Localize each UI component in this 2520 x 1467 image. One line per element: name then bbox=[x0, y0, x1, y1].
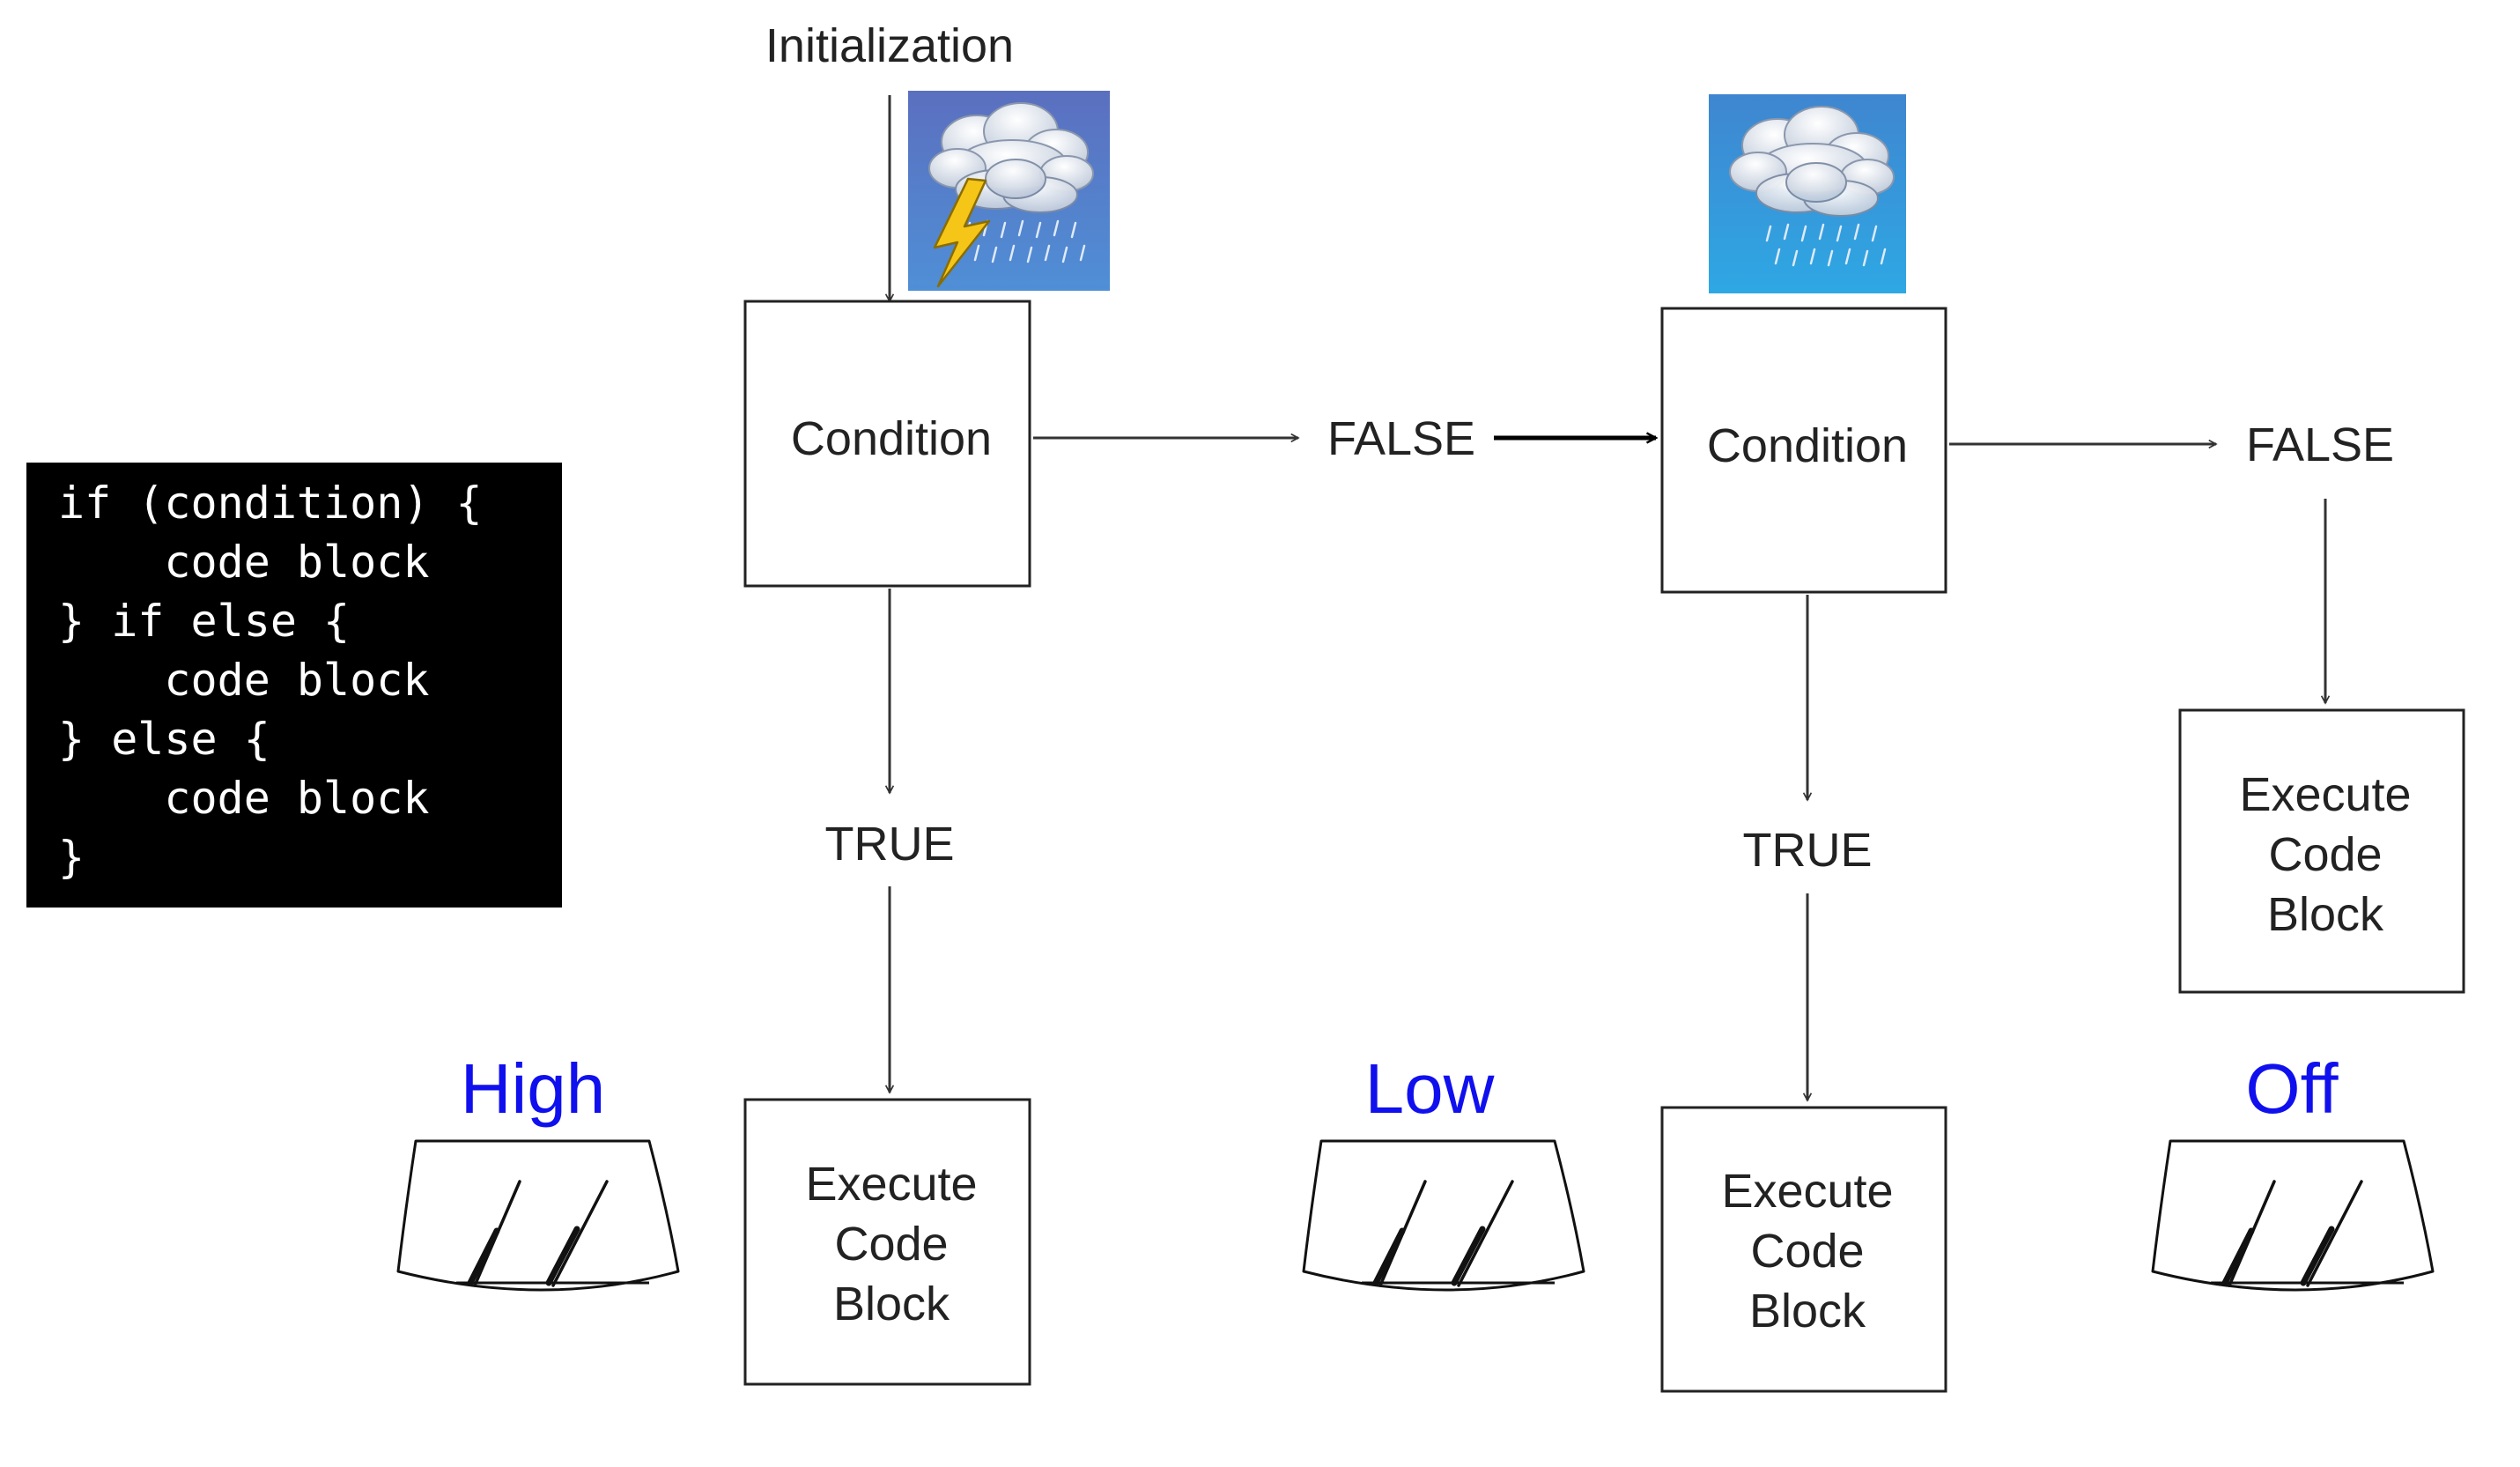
code-line: } bbox=[58, 832, 85, 883]
true-label-1: TRUE bbox=[825, 818, 955, 871]
wiper-label-high: High bbox=[461, 1049, 606, 1128]
execute-label-3-line: Block bbox=[2267, 888, 2384, 941]
true-label-2: TRUE bbox=[1743, 824, 1873, 877]
execute-label-3-line: Execute bbox=[2239, 768, 2411, 821]
thunderstorm-rain-icon bbox=[908, 91, 1110, 291]
execute-label-1-line: Block bbox=[833, 1278, 950, 1330]
execute-box-2: Execute Code Block bbox=[1660, 1106, 1947, 1393]
false-label-1: FALSE bbox=[1327, 412, 1475, 465]
execute-box-1: Execute Code Block bbox=[743, 1098, 1031, 1386]
code-line: if (condition) { bbox=[58, 478, 483, 529]
execute-label-2-line: Code bbox=[1750, 1225, 1864, 1278]
condition-box-1: Condition bbox=[743, 300, 1031, 588]
execute-label-2-line: Block bbox=[1749, 1285, 1866, 1337]
initialization-label: Initialization bbox=[765, 19, 1014, 72]
code-snippet-panel: if (condition) { code block } if else { … bbox=[26, 463, 562, 908]
execute-label-1-line: Execute bbox=[805, 1158, 977, 1211]
windshield-wiper-icon bbox=[1304, 1141, 1584, 1290]
code-line: code block bbox=[58, 537, 429, 588]
execute-label-2-line: Execute bbox=[1721, 1165, 1893, 1218]
false-label-2: FALSE bbox=[2246, 419, 2394, 471]
code-line: code block bbox=[58, 773, 429, 824]
wiper-label-low: Low bbox=[1365, 1049, 1495, 1128]
rain-cloud-icon bbox=[1709, 94, 1906, 293]
execute-label-1-line: Code bbox=[834, 1218, 948, 1271]
code-line: code block bbox=[58, 655, 429, 706]
windshield-wiper-icon bbox=[398, 1141, 678, 1290]
condition-box-2: Condition bbox=[1660, 307, 1947, 594]
condition-label-2: Condition bbox=[1707, 419, 1908, 472]
condition-label-1: Condition bbox=[791, 412, 992, 465]
code-line: } if else { bbox=[58, 596, 350, 647]
execute-box-3: Execute Code Block bbox=[2178, 708, 2465, 994]
execute-label-3-line: Code bbox=[2268, 828, 2382, 881]
code-line: } else { bbox=[58, 714, 270, 765]
windshield-wiper-icon bbox=[2153, 1141, 2433, 1290]
wiper-label-off: Off bbox=[2245, 1049, 2339, 1128]
